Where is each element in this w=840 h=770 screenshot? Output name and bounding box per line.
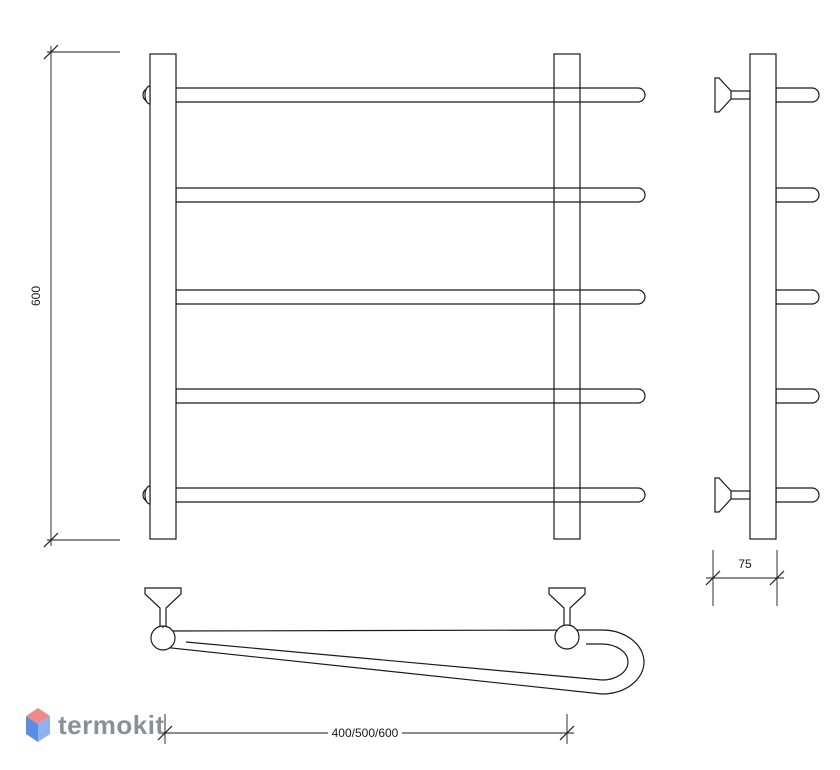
logo-face-left (26, 716, 38, 742)
front-rungs (142, 87, 646, 503)
left-post-bump-bottom (144, 485, 151, 505)
rung (142, 87, 646, 103)
depth-dimension: 75 (705, 550, 785, 606)
right-post-rung-lines (554, 87, 580, 503)
top-bracket-left (144, 587, 182, 651)
rung (175, 289, 646, 305)
left-post-bump-top (144, 85, 151, 105)
rung (175, 388, 646, 404)
side-rung-end (775, 289, 820, 305)
side-rung-end (775, 187, 820, 203)
side-rung-end (775, 388, 820, 404)
brand-name: termokit (58, 709, 165, 740)
depth-dimension-label: 75 (738, 557, 752, 571)
right-post (553, 53, 581, 540)
top-view-tube-inner (185, 641, 629, 681)
width-dimension: 400/500/600 (157, 714, 575, 744)
side-bracket-bottom (714, 477, 751, 513)
brand-logo: termokit (24, 706, 165, 744)
rung (142, 487, 646, 503)
top-bracket-right (548, 587, 586, 650)
rung (175, 187, 646, 203)
width-dimension-label: 400/500/600 (332, 726, 399, 740)
side-post (749, 53, 777, 540)
side-rung-end (775, 487, 820, 503)
height-dimension: 600 (29, 44, 120, 548)
left-post (149, 53, 177, 540)
front-view (142, 53, 646, 540)
top-view (144, 587, 645, 695)
side-view (714, 53, 820, 540)
height-dimension-label: 600 (29, 286, 43, 306)
side-rung-end (775, 87, 820, 103)
side-bracket-top (714, 77, 751, 113)
termokit-logo-icon (26, 708, 50, 742)
logo-face-right (38, 716, 50, 742)
